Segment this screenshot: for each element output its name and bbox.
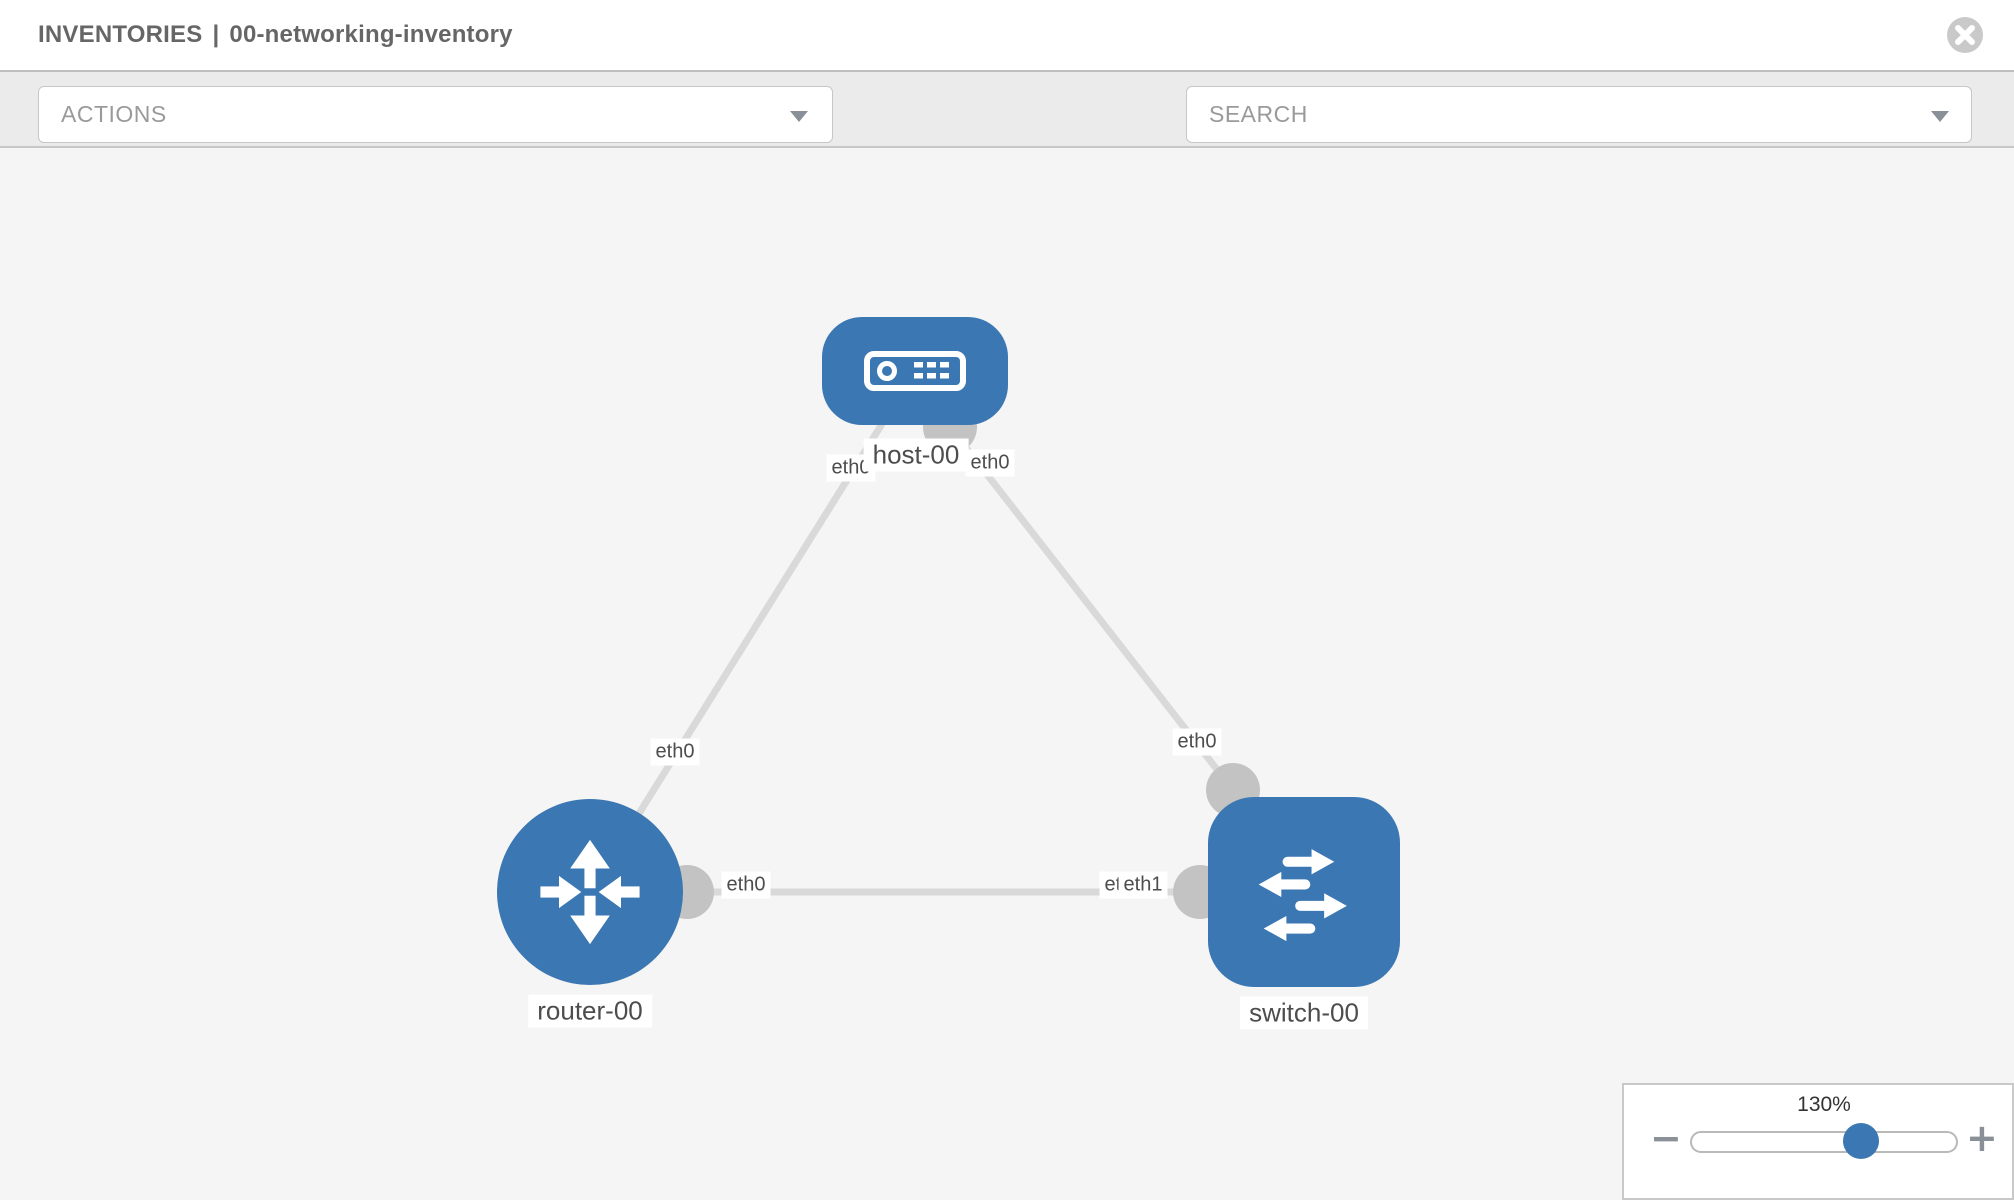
breadcrumb-divider: | xyxy=(212,21,220,48)
close-icon xyxy=(1947,17,1983,53)
search-combo xyxy=(1186,86,1972,143)
zoom-panel: 130% − + xyxy=(1622,1083,2014,1200)
router-icon xyxy=(540,839,640,945)
interface-label: eth0 xyxy=(650,738,700,766)
zoom-slider-track[interactable] xyxy=(1690,1123,1958,1159)
zoom-level-value: 130% xyxy=(1797,1093,1851,1116)
plus-icon: + xyxy=(1966,1116,1998,1160)
node-label: switch-00 xyxy=(1240,996,1368,1030)
actions-dropdown-label: ACTIONS xyxy=(61,101,167,127)
chevron-down-icon xyxy=(1931,111,1949,122)
actions-dropdown[interactable]: ACTIONS xyxy=(38,86,833,143)
host-icon xyxy=(864,351,966,391)
toolbar: ACTIONS xyxy=(0,70,2014,204)
node-label: router-00 xyxy=(528,994,652,1028)
node-router-00[interactable] xyxy=(497,799,683,985)
zoom-slider-knob[interactable] xyxy=(1842,1123,1879,1159)
search-input[interactable] xyxy=(1187,87,1931,142)
node-switch-00[interactable] xyxy=(1208,797,1400,987)
interface-label: eth0 xyxy=(965,449,1015,477)
close-button[interactable] xyxy=(1946,16,1984,54)
interface-label: eth0 xyxy=(1172,728,1222,756)
node-label: host-00 xyxy=(863,438,969,472)
inventory-name: 00-networking-inventory xyxy=(229,21,513,48)
interface-label: eth1 xyxy=(1118,871,1168,899)
page-title: INVENTORIES | 00-networking-inventory xyxy=(38,21,513,49)
chevron-down-icon xyxy=(790,111,808,122)
zoom-in-button[interactable]: + xyxy=(1966,1119,1998,1157)
node-host-00[interactable] xyxy=(822,317,1008,425)
zoom-out-button[interactable]: − xyxy=(1650,1119,1682,1157)
topology-canvas[interactable] xyxy=(0,148,2014,1200)
breadcrumb-section: INVENTORIES xyxy=(38,21,203,48)
interface-label: eth0 xyxy=(721,871,771,899)
minus-icon: − xyxy=(1650,1116,1682,1160)
switch-icon xyxy=(1258,849,1347,942)
modal-header: INVENTORIES | 00-networking-inventory xyxy=(0,0,2014,70)
